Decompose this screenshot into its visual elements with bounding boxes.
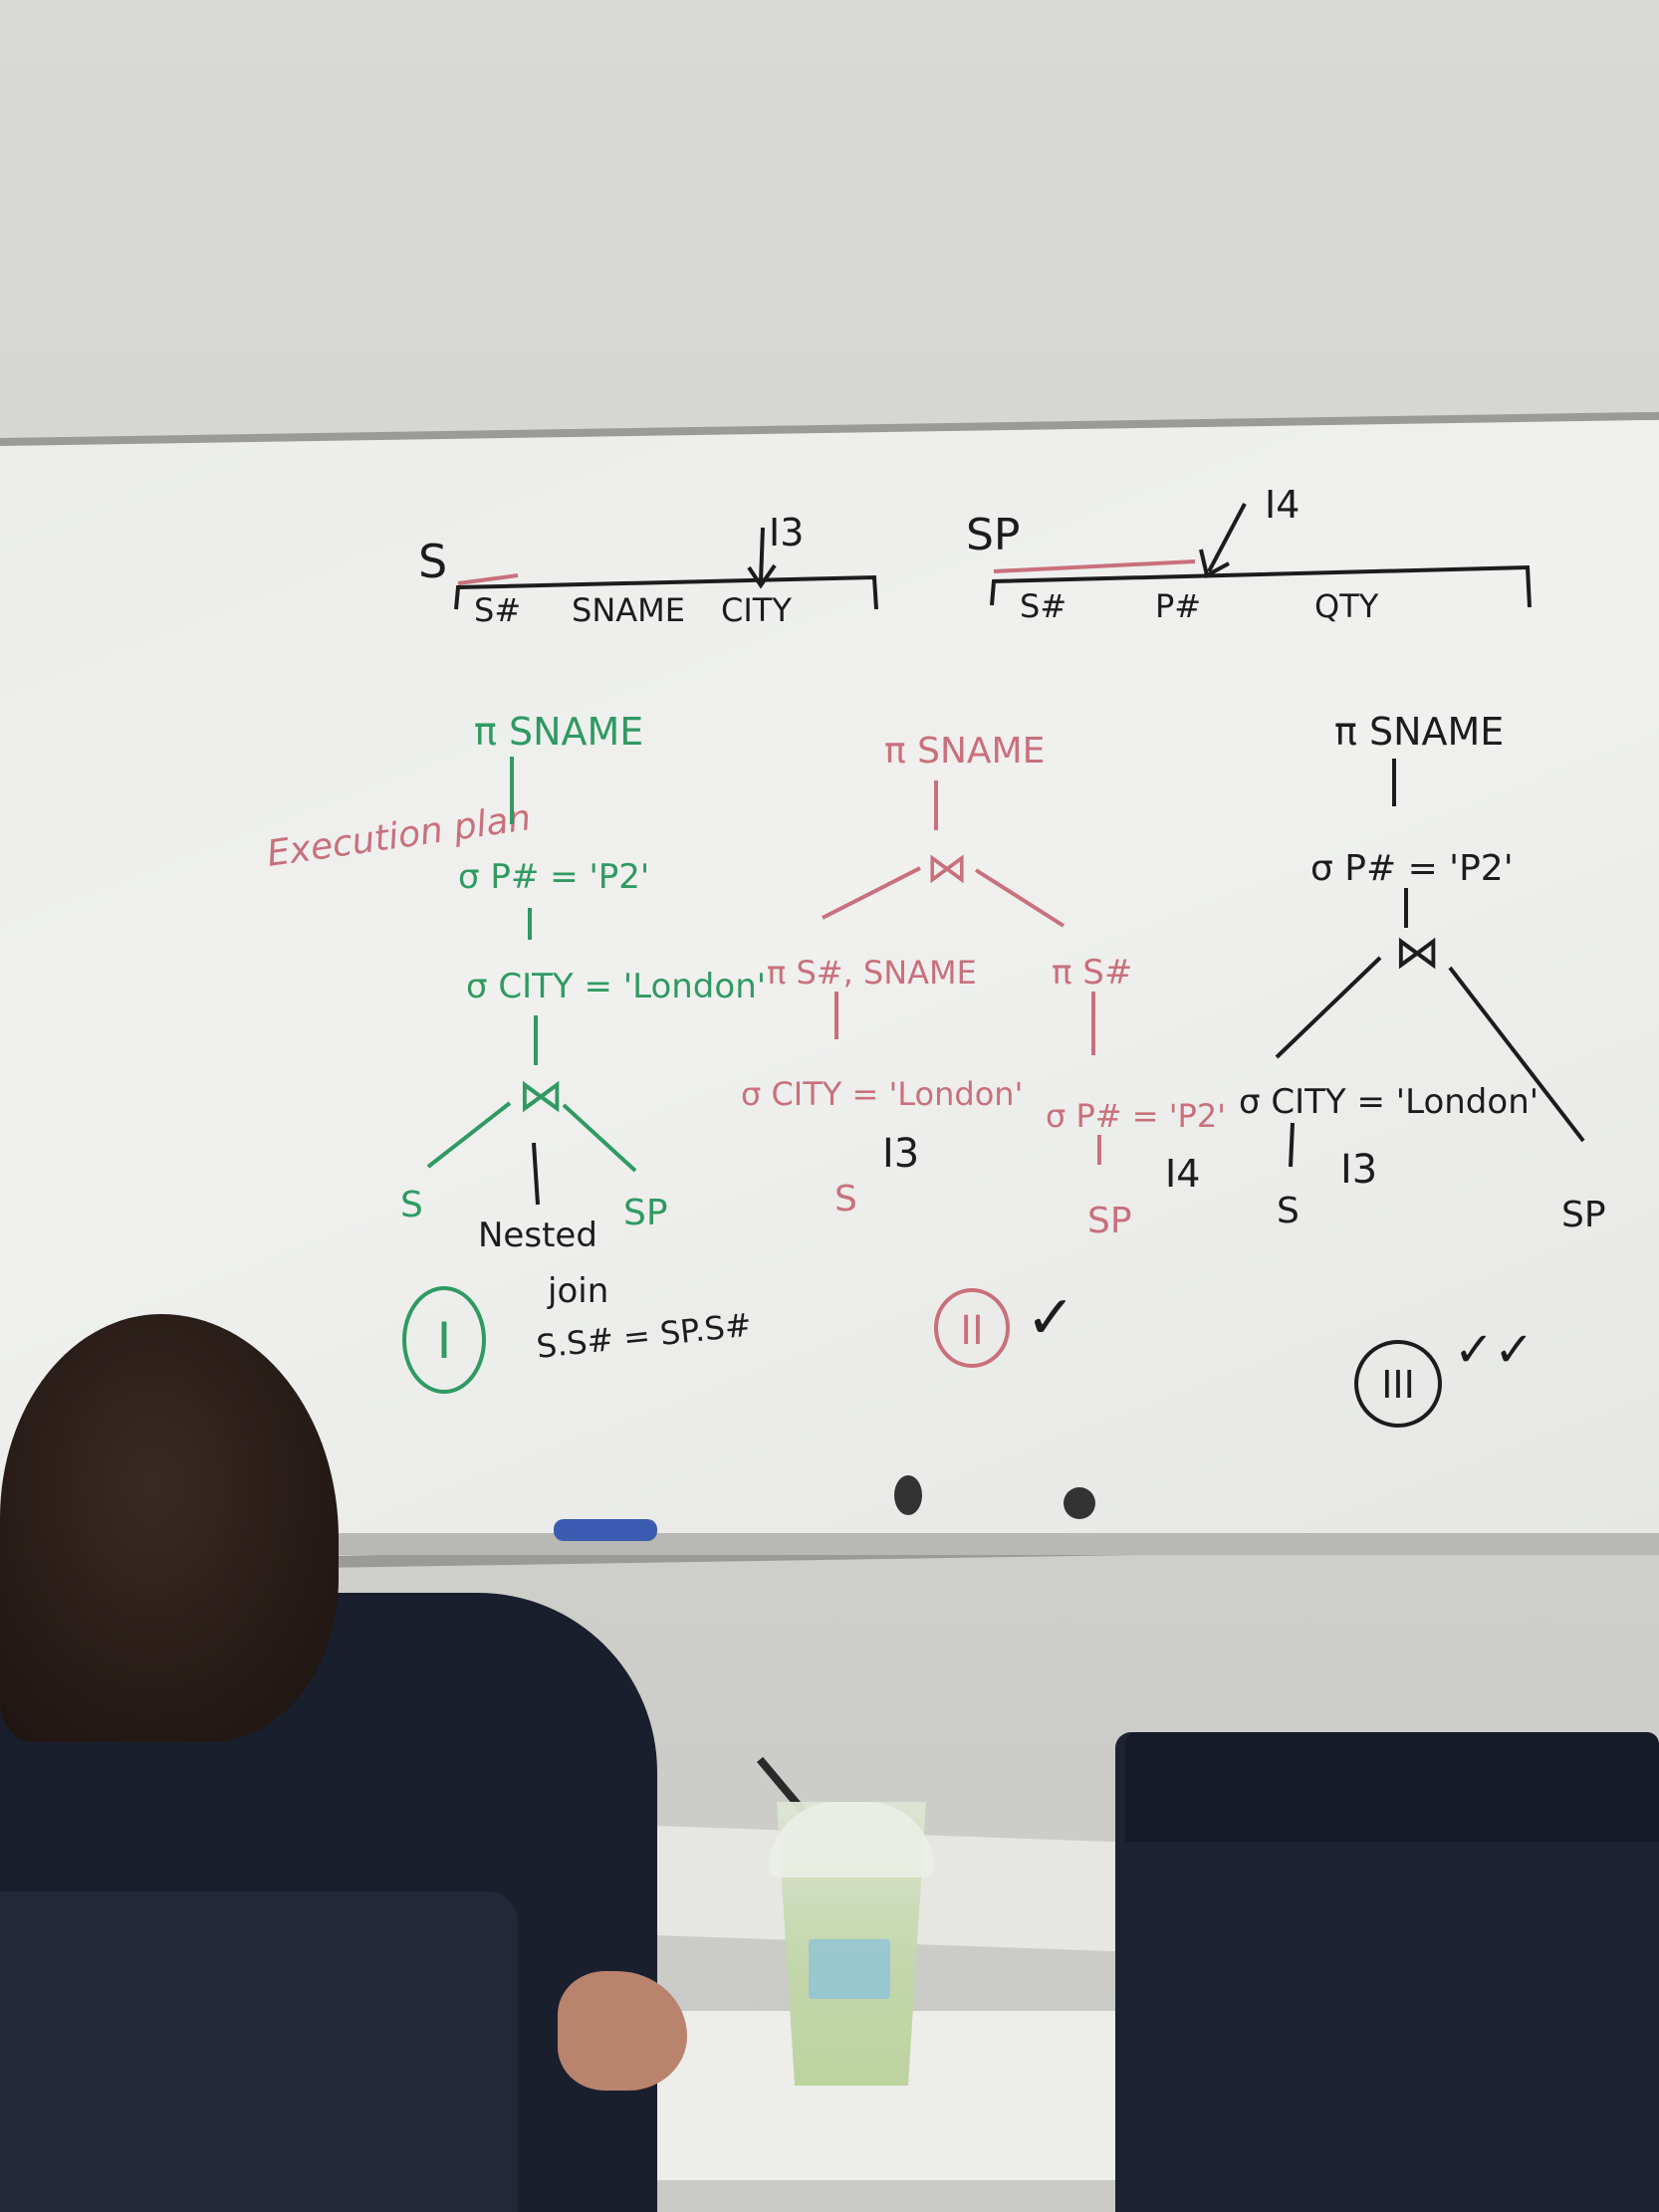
plan-1-leaf-sp: SP <box>623 1193 668 1233</box>
plan-3-check: ✓✓ <box>1454 1322 1534 1378</box>
plan-2-leaf-sp: SP <box>1087 1201 1132 1241</box>
plan-1-label: I <box>437 1312 452 1370</box>
schema-sp <box>990 503 1532 608</box>
schema-sp-col-2: P# <box>1155 587 1201 625</box>
plan-1-label-circle: I <box>402 1286 486 1394</box>
plan-1-edges <box>426 757 637 1173</box>
plan-1-note-condition: S.S# = SP.S# <box>535 1306 753 1366</box>
plan-3-left-index: I3 <box>1340 1147 1377 1193</box>
plan-2-right-proj: π S# <box>1052 953 1132 993</box>
plan-1-select-p: σ P# = 'P2' <box>458 857 649 897</box>
schema-s-index: I3 <box>769 511 804 554</box>
chair-right-backrest <box>1125 1732 1659 1842</box>
board-magnet-1 <box>894 1475 922 1515</box>
schema-s-name: S <box>418 535 447 588</box>
plan-2-join: ⋈ <box>926 843 968 892</box>
plan-2-left-select: σ CITY = 'London' <box>741 1075 1023 1113</box>
plan-2-check: ✓ <box>1026 1283 1075 1353</box>
plan-2-right-select: σ P# = 'P2' <box>1046 1097 1226 1135</box>
plan-3-edges <box>1275 759 1585 1168</box>
plan-2-label: II <box>960 1308 984 1354</box>
eraser <box>554 1519 657 1541</box>
schema-s <box>454 527 878 610</box>
plan-1-join: ⋈ <box>518 1068 564 1122</box>
schema-s-col-3: CITY <box>721 591 792 629</box>
schema-s-col-2: SNAME <box>572 591 685 629</box>
schema-sp-col-3: QTY <box>1314 587 1379 625</box>
student-hair <box>0 1314 339 1742</box>
student-arm <box>558 1971 687 2091</box>
plan-3-label: III <box>1381 1363 1415 1407</box>
schema-sp-col-1: S# <box>1020 587 1066 625</box>
plan-2-projection: π SNAME <box>884 731 1045 772</box>
plan-1-note-nested: Nested <box>478 1216 597 1255</box>
iced-drink-label <box>809 1939 890 1999</box>
plan-3-projection: π SNAME <box>1334 710 1504 754</box>
plan-2-leaf-s: S <box>834 1179 857 1219</box>
schema-sp-index: I4 <box>1265 483 1300 527</box>
plan-1-nested-arrow <box>532 1142 540 1206</box>
plan-1-projection: π SNAME <box>474 710 643 754</box>
schema-s-col-1: S# <box>474 591 521 629</box>
plan-1-note-join: join <box>547 1271 608 1311</box>
iced-drink-lid <box>769 1802 934 1878</box>
plan-3-join: ⋈ <box>1394 925 1440 979</box>
plan-2-edges <box>822 780 1101 1165</box>
plan-1-select-city: σ CITY = 'London' <box>466 967 766 1006</box>
schema-sp-name: SP <box>966 510 1020 560</box>
plan-2-label-circle: II <box>934 1288 1010 1368</box>
plan-3-label-circle: III <box>1354 1340 1442 1428</box>
marker-tray <box>329 1533 1659 1555</box>
plan-3-select-p: σ P# = 'P2' <box>1310 848 1514 889</box>
plan-3-left-select: σ CITY = 'London' <box>1239 1082 1539 1122</box>
plan-3-leaf-sp: SP <box>1561 1195 1606 1235</box>
chair-left <box>0 1891 518 2212</box>
plan-2-right-index: I4 <box>1165 1152 1200 1196</box>
plan-3-leaf-s: S <box>1277 1191 1300 1231</box>
plan-2-left-index: I3 <box>882 1131 919 1177</box>
plan-2-left-proj: π S#, SNAME <box>767 954 977 992</box>
plan-1-leaf-s: S <box>400 1185 423 1225</box>
board-magnet-2 <box>1064 1487 1095 1519</box>
